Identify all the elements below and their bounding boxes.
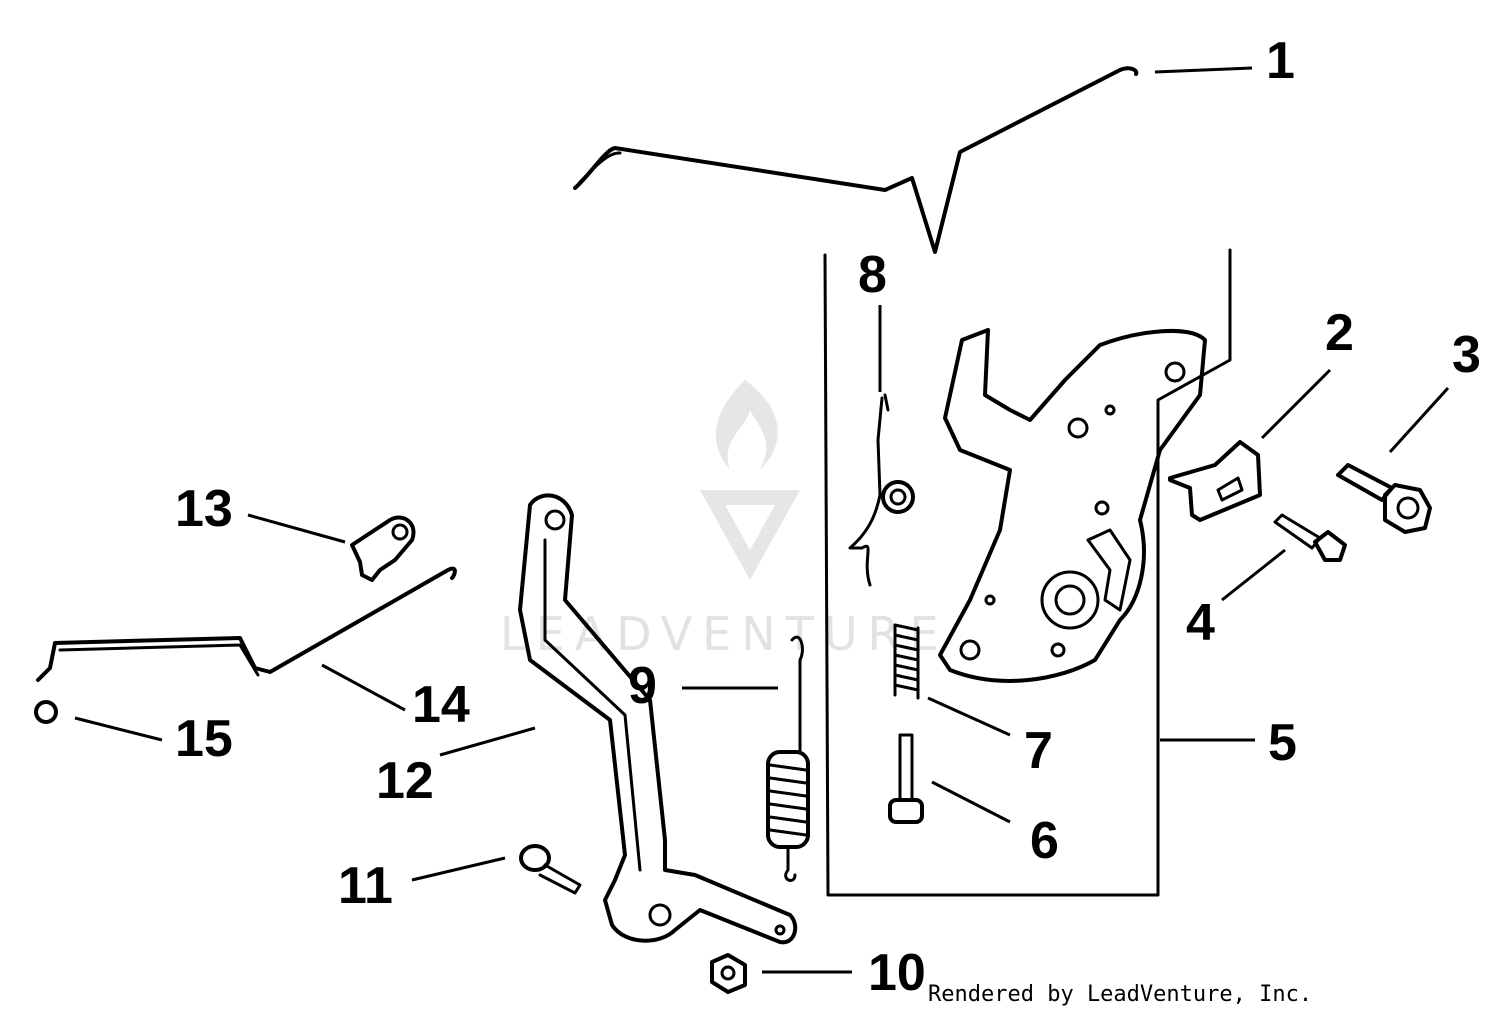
callout-1: 1 [1266,32,1295,90]
part-small-screw [1273,513,1347,562]
callout-2: 2 [1325,304,1354,362]
part-extension-spring [766,635,810,882]
part-screw [888,733,924,824]
part-control-lever [518,493,798,945]
callout-13: 13 [175,480,233,538]
watermark-text: LEADVENTURE [500,607,949,661]
callout-15: 15 [175,710,233,768]
part-control-panel [823,248,1232,897]
part-retainer [34,700,58,724]
callout-10: 10 [868,944,926,1002]
callout-8: 8 [858,246,887,304]
render-credit: Rendered by LeadVenture, Inc. [928,982,1313,1007]
v-logo-icon [700,490,800,580]
callout-12: 12 [376,752,434,810]
part-clip [1168,440,1262,522]
callout-14: 14 [412,676,470,734]
part-nut [710,953,747,994]
part-hex-bolt [1336,463,1432,534]
callout-7: 7 [1024,722,1053,780]
watermark: LEADVENTURE [500,380,949,661]
leader-lines [74,66,1450,974]
part-bracket-plate [938,328,1207,683]
part-shoulder-bolt [519,844,582,895]
callout-11: 11 [338,857,393,915]
callout-3: 3 [1452,326,1481,384]
callout-numbers: 1 2 3 4 5 6 7 8 9 10 11 12 13 14 15 [175,32,1481,1002]
part-link-rod [36,566,457,682]
part-governor-rod [573,66,1139,254]
callout-9: 9 [628,657,657,715]
part-compression-spring [893,623,920,700]
callout-5: 5 [1268,714,1297,772]
callout-6: 6 [1030,812,1059,870]
callout-4: 4 [1186,594,1215,652]
part-torsion-spring [848,393,915,587]
flame-logo-icon [715,380,778,470]
part-clamp [350,515,416,582]
